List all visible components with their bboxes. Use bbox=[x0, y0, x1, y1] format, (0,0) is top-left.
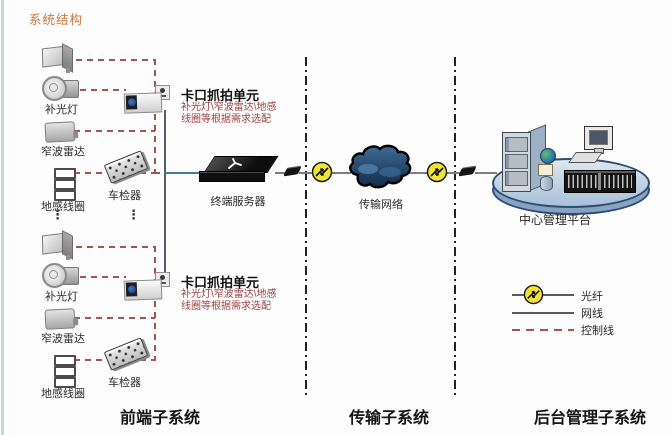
control-line bbox=[74, 172, 104, 174]
loop-coil-icon bbox=[54, 168, 76, 179]
network-cloud-icon bbox=[349, 144, 412, 189]
loop-coil-icon bbox=[54, 366, 76, 377]
storage-rack-icon bbox=[564, 170, 636, 193]
loop-coil-icon bbox=[54, 179, 76, 190]
floodlight-icon bbox=[40, 230, 74, 260]
loop-coil-icon bbox=[54, 377, 76, 388]
radar-icon bbox=[44, 308, 79, 330]
floodlight-icon bbox=[40, 43, 74, 73]
radar-icon bbox=[44, 121, 79, 143]
junction-control-line bbox=[154, 172, 166, 174]
camera-trunk-line bbox=[164, 110, 166, 280]
control-line-vertical bbox=[154, 246, 156, 361]
frontend-group-2: 补光灯 窄波雷达 地感线圈 车检器 卡口抓拍单元 补光灯\窄波雷达\地感 线圈等… bbox=[40, 230, 291, 400]
vehicle-detector-icon bbox=[103, 150, 149, 184]
legend-control-line bbox=[512, 329, 574, 331]
control-line bbox=[140, 172, 156, 174]
capture-unit-title: 卡口抓拍单元 bbox=[181, 88, 260, 103]
control-line bbox=[76, 59, 155, 61]
capture-unit-note-line1: 补光灯\窄波雷达\地感 bbox=[181, 289, 277, 300]
legend-network-line bbox=[512, 312, 574, 314]
capture-unit-note: 补光灯\窄波雷达\地感 线圈等根据需求选配 bbox=[181, 102, 291, 125]
fiber-line-6 bbox=[475, 172, 497, 174]
fiber-line-3 bbox=[331, 172, 351, 174]
database-icon bbox=[540, 176, 553, 191]
checkpoint-camera-icon bbox=[123, 85, 172, 118]
checkpoint-camera-icon bbox=[123, 272, 172, 305]
fill-light-label: 补光灯 bbox=[45, 291, 78, 303]
radar-label: 窄波雷达 bbox=[41, 333, 85, 345]
server-tower-front bbox=[502, 132, 531, 192]
capture-unit-title: 卡口抓拍单元 bbox=[181, 275, 260, 290]
network-cloud-label: 传输网络 bbox=[359, 199, 403, 211]
fiber-line-5 bbox=[446, 172, 463, 174]
vehicle-detector-label: 车检器 bbox=[108, 190, 141, 202]
fiber-line-2 bbox=[299, 172, 314, 174]
section-label-frontend: 前端子系统 bbox=[120, 410, 201, 427]
legend-fiber-label: 光纤 bbox=[581, 291, 603, 303]
page-title: 系统结构 bbox=[29, 13, 84, 27]
section-label-transmission: 传输子系统 bbox=[349, 410, 430, 427]
fiber-connector-icon bbox=[458, 165, 477, 177]
control-line-vertical bbox=[154, 59, 156, 174]
fill-light-label: 补光灯 bbox=[45, 104, 78, 116]
control-line bbox=[140, 359, 156, 361]
platform-label: 中心管理平台 bbox=[518, 213, 591, 227]
vehicle-detector-label: 车检器 bbox=[108, 377, 141, 389]
control-line bbox=[74, 317, 155, 319]
radar-label: 窄波雷达 bbox=[41, 146, 85, 158]
desktop-pc-icon bbox=[584, 126, 613, 150]
legend-control-label: 控制线 bbox=[581, 325, 614, 337]
loop-coil-label: 地感线圈 bbox=[41, 388, 85, 400]
section-label-backend: 后台管理子系统 bbox=[534, 410, 647, 427]
fill-light-icon bbox=[42, 263, 82, 288]
repeat-ellipsis: ⋮ bbox=[51, 207, 64, 222]
terminal-server-icon bbox=[199, 155, 283, 185]
capture-unit-note-line2: 线圈等根据需求选配 bbox=[181, 113, 271, 125]
fiber-converter-icon bbox=[311, 161, 333, 183]
management-platform-icon bbox=[488, 120, 660, 226]
capture-unit-note: 补光灯\窄波雷达\地感 线圈等根据需求选配 bbox=[181, 289, 291, 312]
legend-network-label: 网线 bbox=[581, 308, 603, 320]
control-line bbox=[74, 359, 104, 361]
loop-coil-icon bbox=[54, 355, 76, 366]
terminal-server-label: 终端服务器 bbox=[210, 196, 266, 208]
vehicle-detector-icon bbox=[103, 337, 149, 371]
section-divider-right bbox=[454, 57, 456, 398]
loop-coil-icon bbox=[54, 190, 76, 201]
capture-unit-note-line1: 补光灯\窄波雷达\地感 bbox=[181, 102, 277, 113]
fill-light-icon bbox=[42, 76, 82, 101]
frontend-group-1: 补光灯 窄波雷达 地感线圈 车检器 卡口抓拍单元 补光灯\窄波雷达\地感 线圈等… bbox=[40, 43, 291, 213]
folder-icon bbox=[538, 164, 553, 176]
fiber-converter-icon bbox=[426, 161, 448, 183]
server-network-line bbox=[165, 172, 202, 174]
control-line bbox=[80, 276, 126, 278]
globe-icon bbox=[540, 148, 556, 164]
control-line bbox=[80, 89, 126, 91]
section-divider-left bbox=[305, 57, 307, 398]
fiber-line-1 bbox=[275, 172, 287, 174]
server-logo-icon bbox=[228, 158, 242, 169]
fiber-line-4 bbox=[407, 172, 429, 174]
left-edge-border bbox=[1, 0, 4, 435]
control-line bbox=[74, 130, 155, 132]
control-line bbox=[76, 246, 155, 248]
repeat-ellipsis: ⋮ bbox=[127, 207, 140, 222]
capture-unit-note-line2: 线圈等根据需求选配 bbox=[181, 300, 271, 312]
legend-fiber-converter-icon bbox=[523, 284, 544, 305]
loop-coil-label: 地感线圈 bbox=[41, 201, 85, 213]
